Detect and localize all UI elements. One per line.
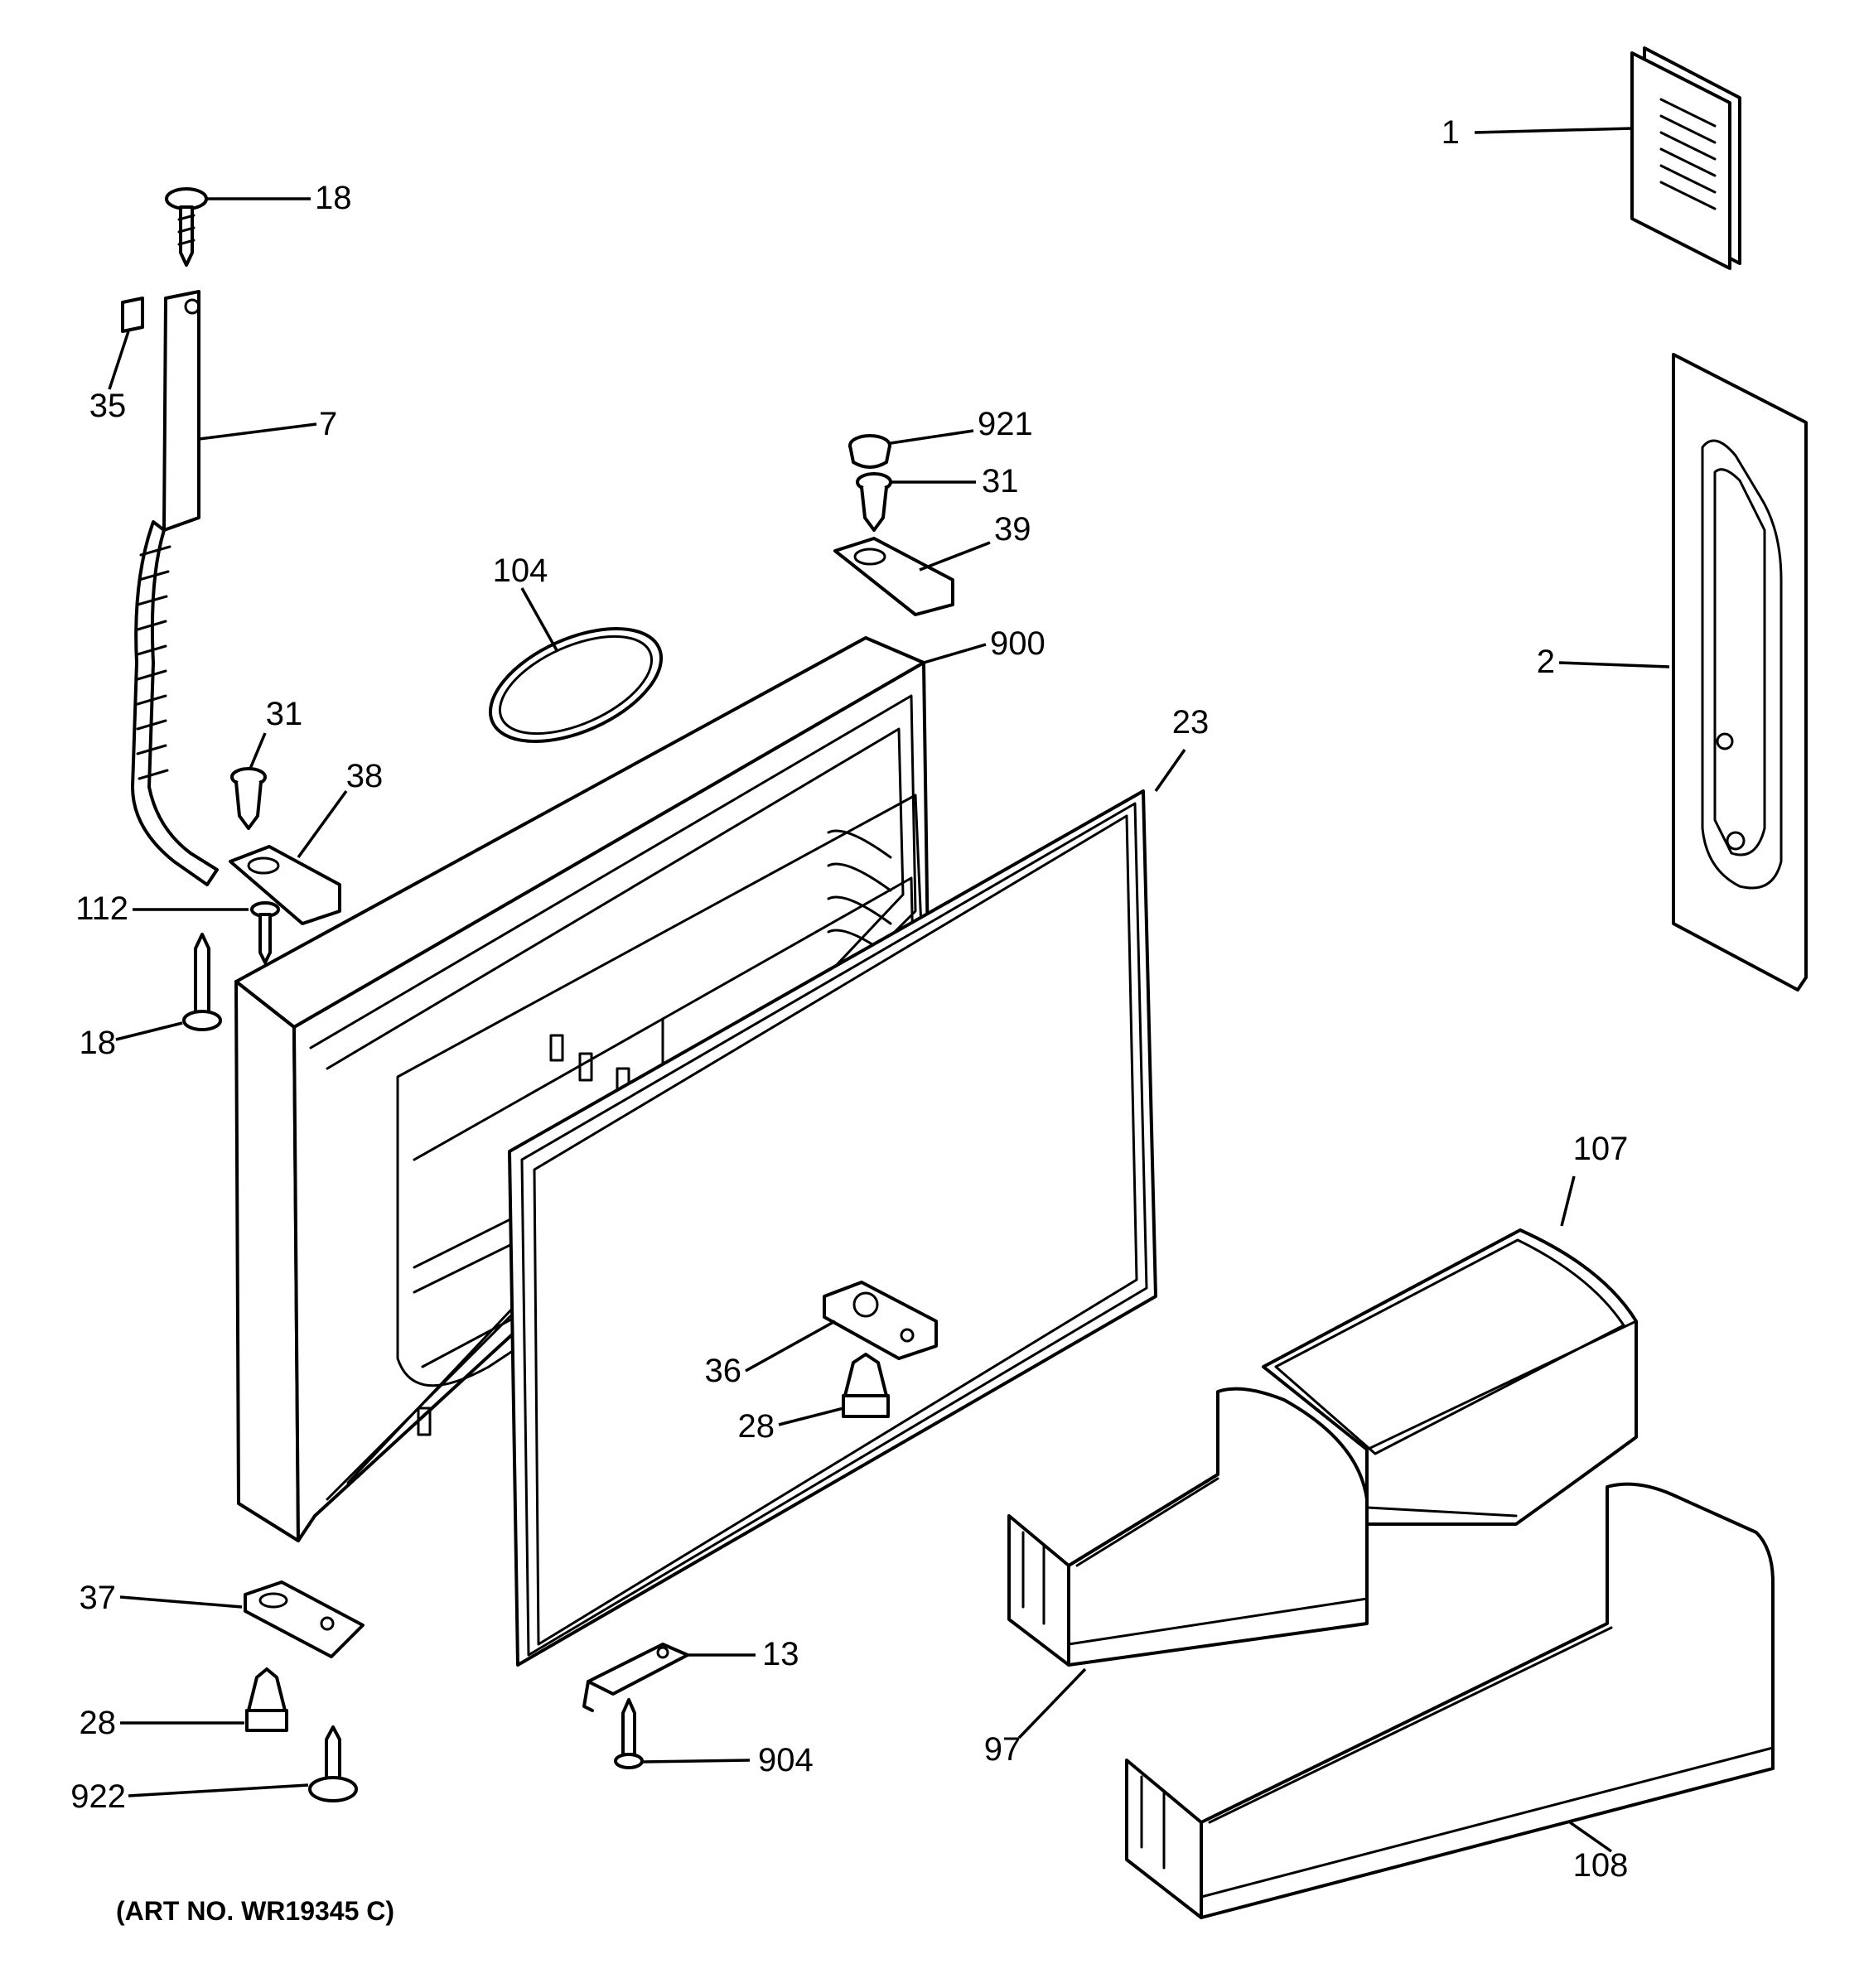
part-38-shim [229, 845, 341, 925]
part-37-bracket [244, 1580, 365, 1658]
art-number-caption: (ART NO. WR19345 C) [116, 1896, 394, 1926]
callout-1: 1 [1441, 114, 1460, 151]
callout-112: 112 [75, 890, 128, 927]
callout-13: 13 [762, 1636, 799, 1672]
callout-38: 38 [346, 758, 384, 794]
callout-36: 36 [705, 1353, 742, 1389]
callout-921: 921 [978, 406, 1033, 442]
callout-31-top: 31 [982, 463, 1019, 499]
part-35-label [121, 297, 144, 333]
part-922-screw [308, 1725, 358, 1802]
part-904-screw [614, 1698, 644, 1769]
part-2-handle-trim [1672, 353, 1808, 992]
callout-31-left: 31 [266, 696, 303, 732]
callout-108: 108 [1573, 1847, 1629, 1884]
part-39-shim [833, 537, 954, 616]
callout-28-center: 28 [738, 1408, 775, 1445]
callout-900: 900 [990, 625, 1045, 662]
part-31-bushing-top [856, 472, 892, 532]
callout-7: 7 [319, 406, 337, 442]
part-18-screw-lower [182, 933, 222, 1031]
callout-18-lower: 18 [80, 1025, 117, 1061]
callout-37: 37 [80, 1580, 117, 1616]
callout-2: 2 [1537, 644, 1555, 680]
part-108-door-bin [1125, 1482, 1775, 1919]
part-28-stop-left [245, 1667, 288, 1732]
part-107-door-bin [1262, 1228, 1638, 1526]
part-104-ring [488, 627, 664, 743]
part-97-door-bin [1007, 1387, 1369, 1667]
part-28-stop-center [842, 1353, 890, 1418]
callout-39: 39 [994, 511, 1031, 548]
part-13-bracket [582, 1643, 689, 1712]
part-18-screw-top [165, 187, 208, 267]
part-31-bushing-left [230, 767, 267, 830]
callout-104: 104 [493, 552, 548, 589]
callout-97: 97 [984, 1731, 1021, 1768]
callout-35: 35 [89, 388, 127, 424]
callout-23: 23 [1172, 704, 1210, 741]
callout-904: 904 [758, 1742, 814, 1778]
callout-922: 922 [70, 1778, 126, 1815]
callout-28-left: 28 [80, 1705, 117, 1741]
part-112-screw [250, 901, 280, 964]
part-36-bracket [823, 1281, 938, 1360]
part-23-door-gasket [508, 789, 1157, 1667]
callout-18-top: 18 [315, 180, 352, 216]
part-1-manual-booklet [1630, 46, 1741, 270]
callout-labels: 1 2 7 13 18 18 23 28 28 31 31 35 36 37 3… [70, 114, 1628, 1884]
callout-107: 107 [1573, 1131, 1629, 1167]
part-7-hinge-wire [131, 290, 219, 886]
part-921-cap [848, 434, 891, 469]
leader-lines [108, 127, 1670, 1853]
